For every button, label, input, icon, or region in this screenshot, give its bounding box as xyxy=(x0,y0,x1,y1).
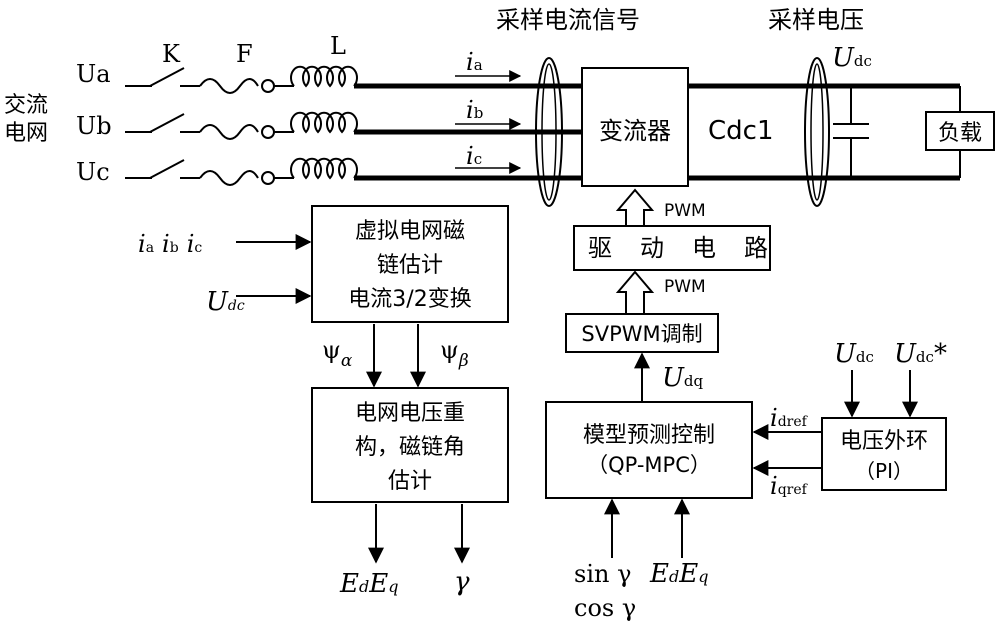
mpc-block xyxy=(545,401,753,499)
voltage-loop-block xyxy=(821,417,947,491)
phase-c-line xyxy=(125,157,582,186)
grid-name-line2: 电网 xyxy=(4,121,48,146)
flux-estimation-block xyxy=(311,205,509,323)
driver-block xyxy=(573,225,771,271)
current-sampling-label: 采样电流信号 xyxy=(496,6,640,34)
vl-input-udc: U xyxy=(834,339,857,369)
voltage-loop-line1: 电压外环 xyxy=(840,429,928,454)
phase-label-ub: Ub xyxy=(76,112,112,140)
driver-char-4: 路 xyxy=(744,234,768,262)
capacitor-symbol xyxy=(833,86,869,178)
psi-beta-label: ψ xyxy=(440,336,459,364)
svg-text:EdEq: EdEq xyxy=(649,559,708,589)
svg-text:ib: ib xyxy=(466,96,483,124)
current-ib-label: i xyxy=(466,96,474,124)
recon-line2: 构，磁链角 xyxy=(355,435,465,460)
switch-label: K xyxy=(162,40,181,68)
psi-alpha-label: ψ xyxy=(322,336,341,364)
flux-line1: 虚拟电网磁 xyxy=(355,219,465,244)
driver-char-3: 电 xyxy=(692,234,716,262)
svg-text:EdEq: EdEq xyxy=(339,569,398,599)
voltage-sampling-label: 采样电压 xyxy=(768,6,864,34)
phase-a-line xyxy=(125,65,582,94)
converter-label: 变流器 xyxy=(599,117,671,145)
capacitor-label: Cdc1 xyxy=(708,116,774,146)
svg-text:ic: ic xyxy=(466,142,482,170)
current-ia-label: i xyxy=(466,48,474,76)
mpc-input-ed: E xyxy=(649,559,669,589)
flux-line2: 链估计 xyxy=(377,253,443,278)
inductor-label: L xyxy=(330,32,346,60)
svpwm-block xyxy=(565,313,719,353)
phase-label-ua: Ua xyxy=(76,60,111,88)
svg-text:ia: ia xyxy=(466,48,483,76)
converter-block xyxy=(581,67,689,187)
pwm-arrow-upper xyxy=(615,188,655,226)
svg-text:Udc: Udc xyxy=(834,339,874,369)
pwm-arrow-lower xyxy=(615,270,655,314)
svpwm-label: SVPWM调制 xyxy=(581,322,702,346)
driver-char-2: 动 xyxy=(640,234,664,262)
svg-text:Udc: Udc xyxy=(832,43,872,73)
flux-line3: 电流3/2变换 xyxy=(348,287,471,312)
mpc-label-line1: 模型预测控制 xyxy=(583,423,715,448)
voltage-sensor-ring xyxy=(804,57,830,207)
current-sensor-ring xyxy=(535,57,563,207)
svg-text:idref: idref xyxy=(770,404,809,432)
voltage-loop-line2: （PI） xyxy=(855,459,913,483)
pwm-label-lower: PWM xyxy=(664,277,706,297)
iqref-label: i xyxy=(770,472,778,500)
output-ed-eq: E xyxy=(339,569,359,599)
output-gamma: γ xyxy=(454,567,470,597)
fuse-label: F xyxy=(236,40,253,68)
grid-name-line1: 交流 xyxy=(4,93,48,118)
pwm-label-upper: PWM xyxy=(664,201,706,221)
svg-text:iqref: iqref xyxy=(770,472,809,500)
phase-b-line xyxy=(125,111,582,140)
cos-gamma-label: cos γ xyxy=(574,594,636,622)
phase-label-uc: Uc xyxy=(76,158,110,186)
mpc-label-line2: （QP-MPC） xyxy=(587,453,711,477)
svg-text:ψβ: ψβ xyxy=(440,336,469,371)
recon-line1: 电网电压重 xyxy=(355,401,465,426)
sin-gamma-label: sin γ xyxy=(574,560,631,588)
reconstruction-block xyxy=(311,387,509,503)
vl-input-udcstar: U xyxy=(894,339,917,369)
svg-text:Udc*: Udc* xyxy=(894,339,947,369)
svg-text:Udc: Udc xyxy=(206,287,245,317)
svg-text:Udq: Udq xyxy=(662,363,704,393)
load-block xyxy=(925,111,995,151)
udq-label: U xyxy=(662,363,685,393)
flux-input-udc: U xyxy=(206,287,229,317)
driver-char-1: 驱 xyxy=(588,234,612,262)
load-label: 负载 xyxy=(938,121,982,146)
svg-text:ψα: ψα xyxy=(322,336,353,371)
flux-input-currents: i xyxy=(138,230,146,258)
udc-top-label: U xyxy=(832,43,855,73)
recon-line3: 估计 xyxy=(388,469,432,494)
idref-label: i xyxy=(770,404,778,432)
current-ic-label: i xyxy=(466,142,474,170)
